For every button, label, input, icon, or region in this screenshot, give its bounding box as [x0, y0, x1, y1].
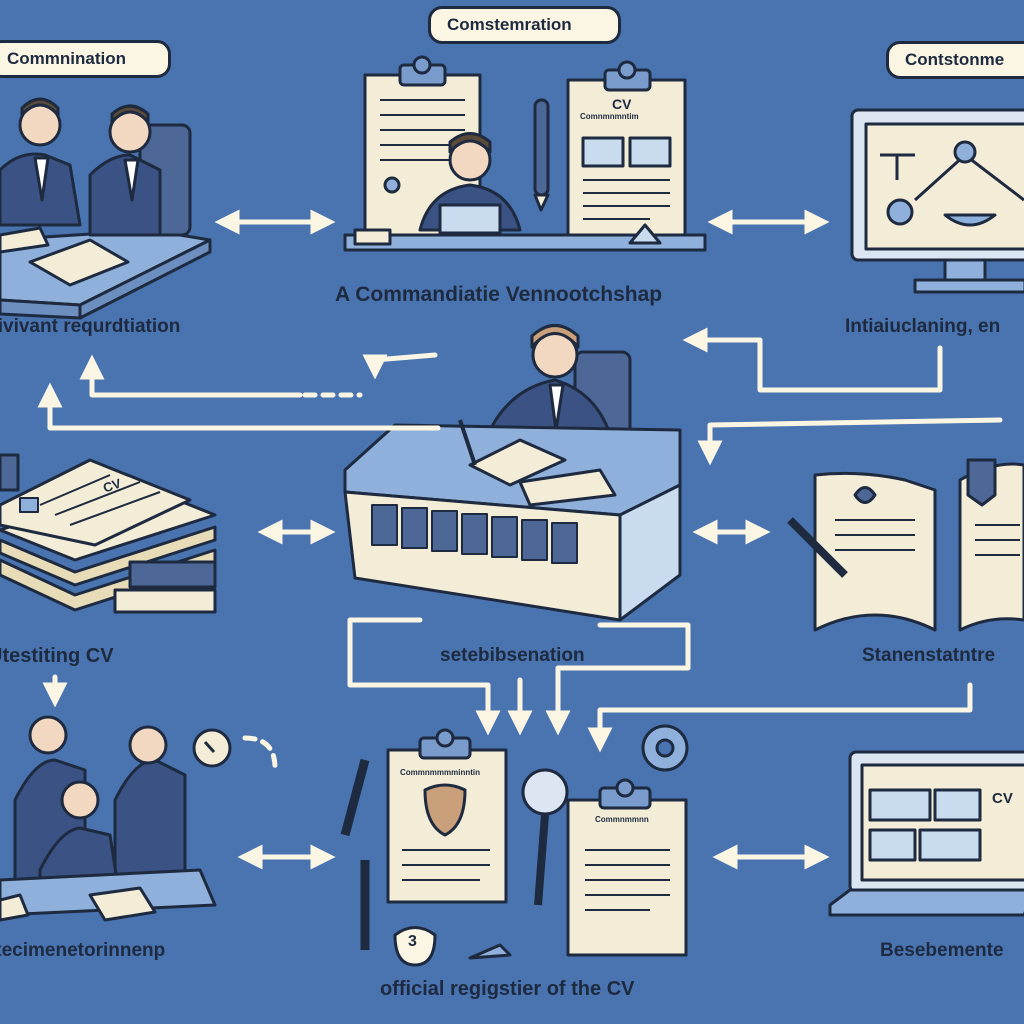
stage-tag-top-right: Contstonme: [886, 41, 1024, 79]
official-at-desk-illustration: [343, 324, 682, 622]
official-book-illustration: [787, 458, 1024, 632]
laptop-cv-label: CV: [992, 790, 1013, 807]
laptop-illustration: [828, 750, 1024, 917]
registry-clipboard-left-title: Commnmmmminntin: [400, 768, 480, 777]
label-right-mid: Stanenstatntre: [862, 645, 996, 666]
label-left-top: Divivant requrdtiation: [0, 316, 181, 337]
stage-tag-top-center: Comstemration: [428, 6, 621, 44]
registry-badge-number: 3: [408, 933, 417, 950]
cv-document-title: CV: [612, 96, 632, 112]
meeting-officials-illustration: [0, 97, 212, 320]
label-left-bottom: Itecimenetorinnenp: [0, 940, 166, 961]
cv-review-illustration: [343, 55, 707, 252]
flow-arrows: [37, 209, 1003, 870]
registry-clipboard-right-title: Commnmmnn: [595, 815, 649, 824]
label-right-bottom: Besebemente: [880, 940, 1004, 961]
cv-document-subtitle: Comnmnmntim: [580, 112, 639, 121]
cv-stack-illustration: [0, 453, 217, 614]
monitor-illustration: [850, 108, 1024, 294]
stage-tag-top-left: Commnination: [0, 40, 171, 78]
officials-group-illustration: [0, 715, 232, 922]
label-center-mid: setebibsenation: [440, 645, 585, 666]
label-top-center: A Commandiatie Vennootchshap: [335, 283, 663, 306]
registry-documents-illustration: [340, 724, 689, 967]
label-center-bottom: official regigstier of the CV: [380, 978, 635, 1000]
label-left-mid: Utestiting CV: [0, 645, 114, 667]
label-right-top: Intiaiuclaning, en: [845, 316, 1001, 337]
